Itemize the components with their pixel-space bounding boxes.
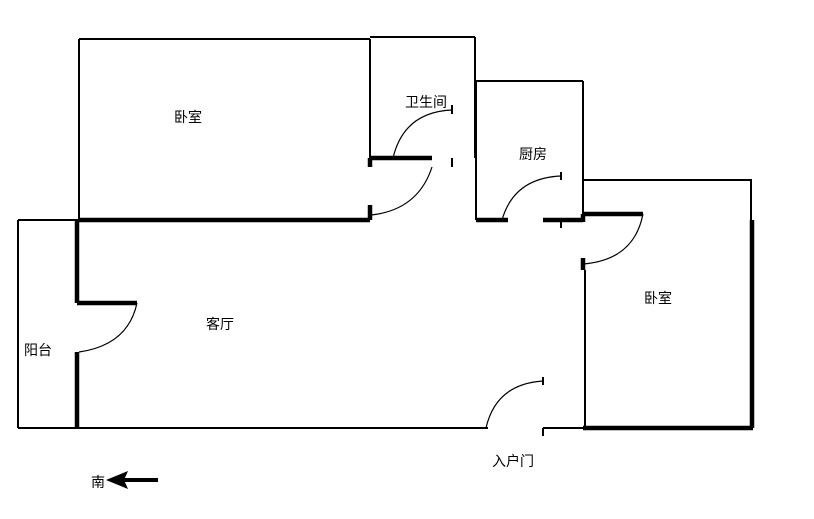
balcony-label: 阳台 bbox=[24, 343, 52, 359]
walls-thin bbox=[17, 36, 752, 429]
living-room-label: 客厅 bbox=[206, 316, 234, 333]
arrow-left-icon bbox=[106, 471, 158, 489]
kitchen-label: 厨房 bbox=[519, 147, 547, 163]
arrow-head bbox=[106, 471, 128, 489]
kitchen-door-swing bbox=[501, 175, 562, 221]
compass: 南 bbox=[91, 471, 158, 491]
door-swings bbox=[78, 109, 644, 429]
bedroom-north-door-swing bbox=[370, 166, 433, 216]
balcony-door-swing bbox=[78, 302, 138, 353]
entrance-label: 入户门 bbox=[492, 453, 534, 470]
bedroom-east-label: 卧室 bbox=[644, 290, 672, 307]
bedroom-north-label: 卧室 bbox=[174, 109, 202, 126]
entrance-door-swing bbox=[485, 380, 544, 429]
room-labels: 卧室 卫生间 厨房 卧室 客厅 阳台 入户门 bbox=[24, 95, 672, 470]
bathroom-door-swing bbox=[392, 109, 453, 159]
bathroom-label: 卫生间 bbox=[405, 95, 447, 111]
bedroom-east-door-swing bbox=[582, 213, 644, 265]
compass-direction-label: 南 bbox=[91, 475, 105, 491]
